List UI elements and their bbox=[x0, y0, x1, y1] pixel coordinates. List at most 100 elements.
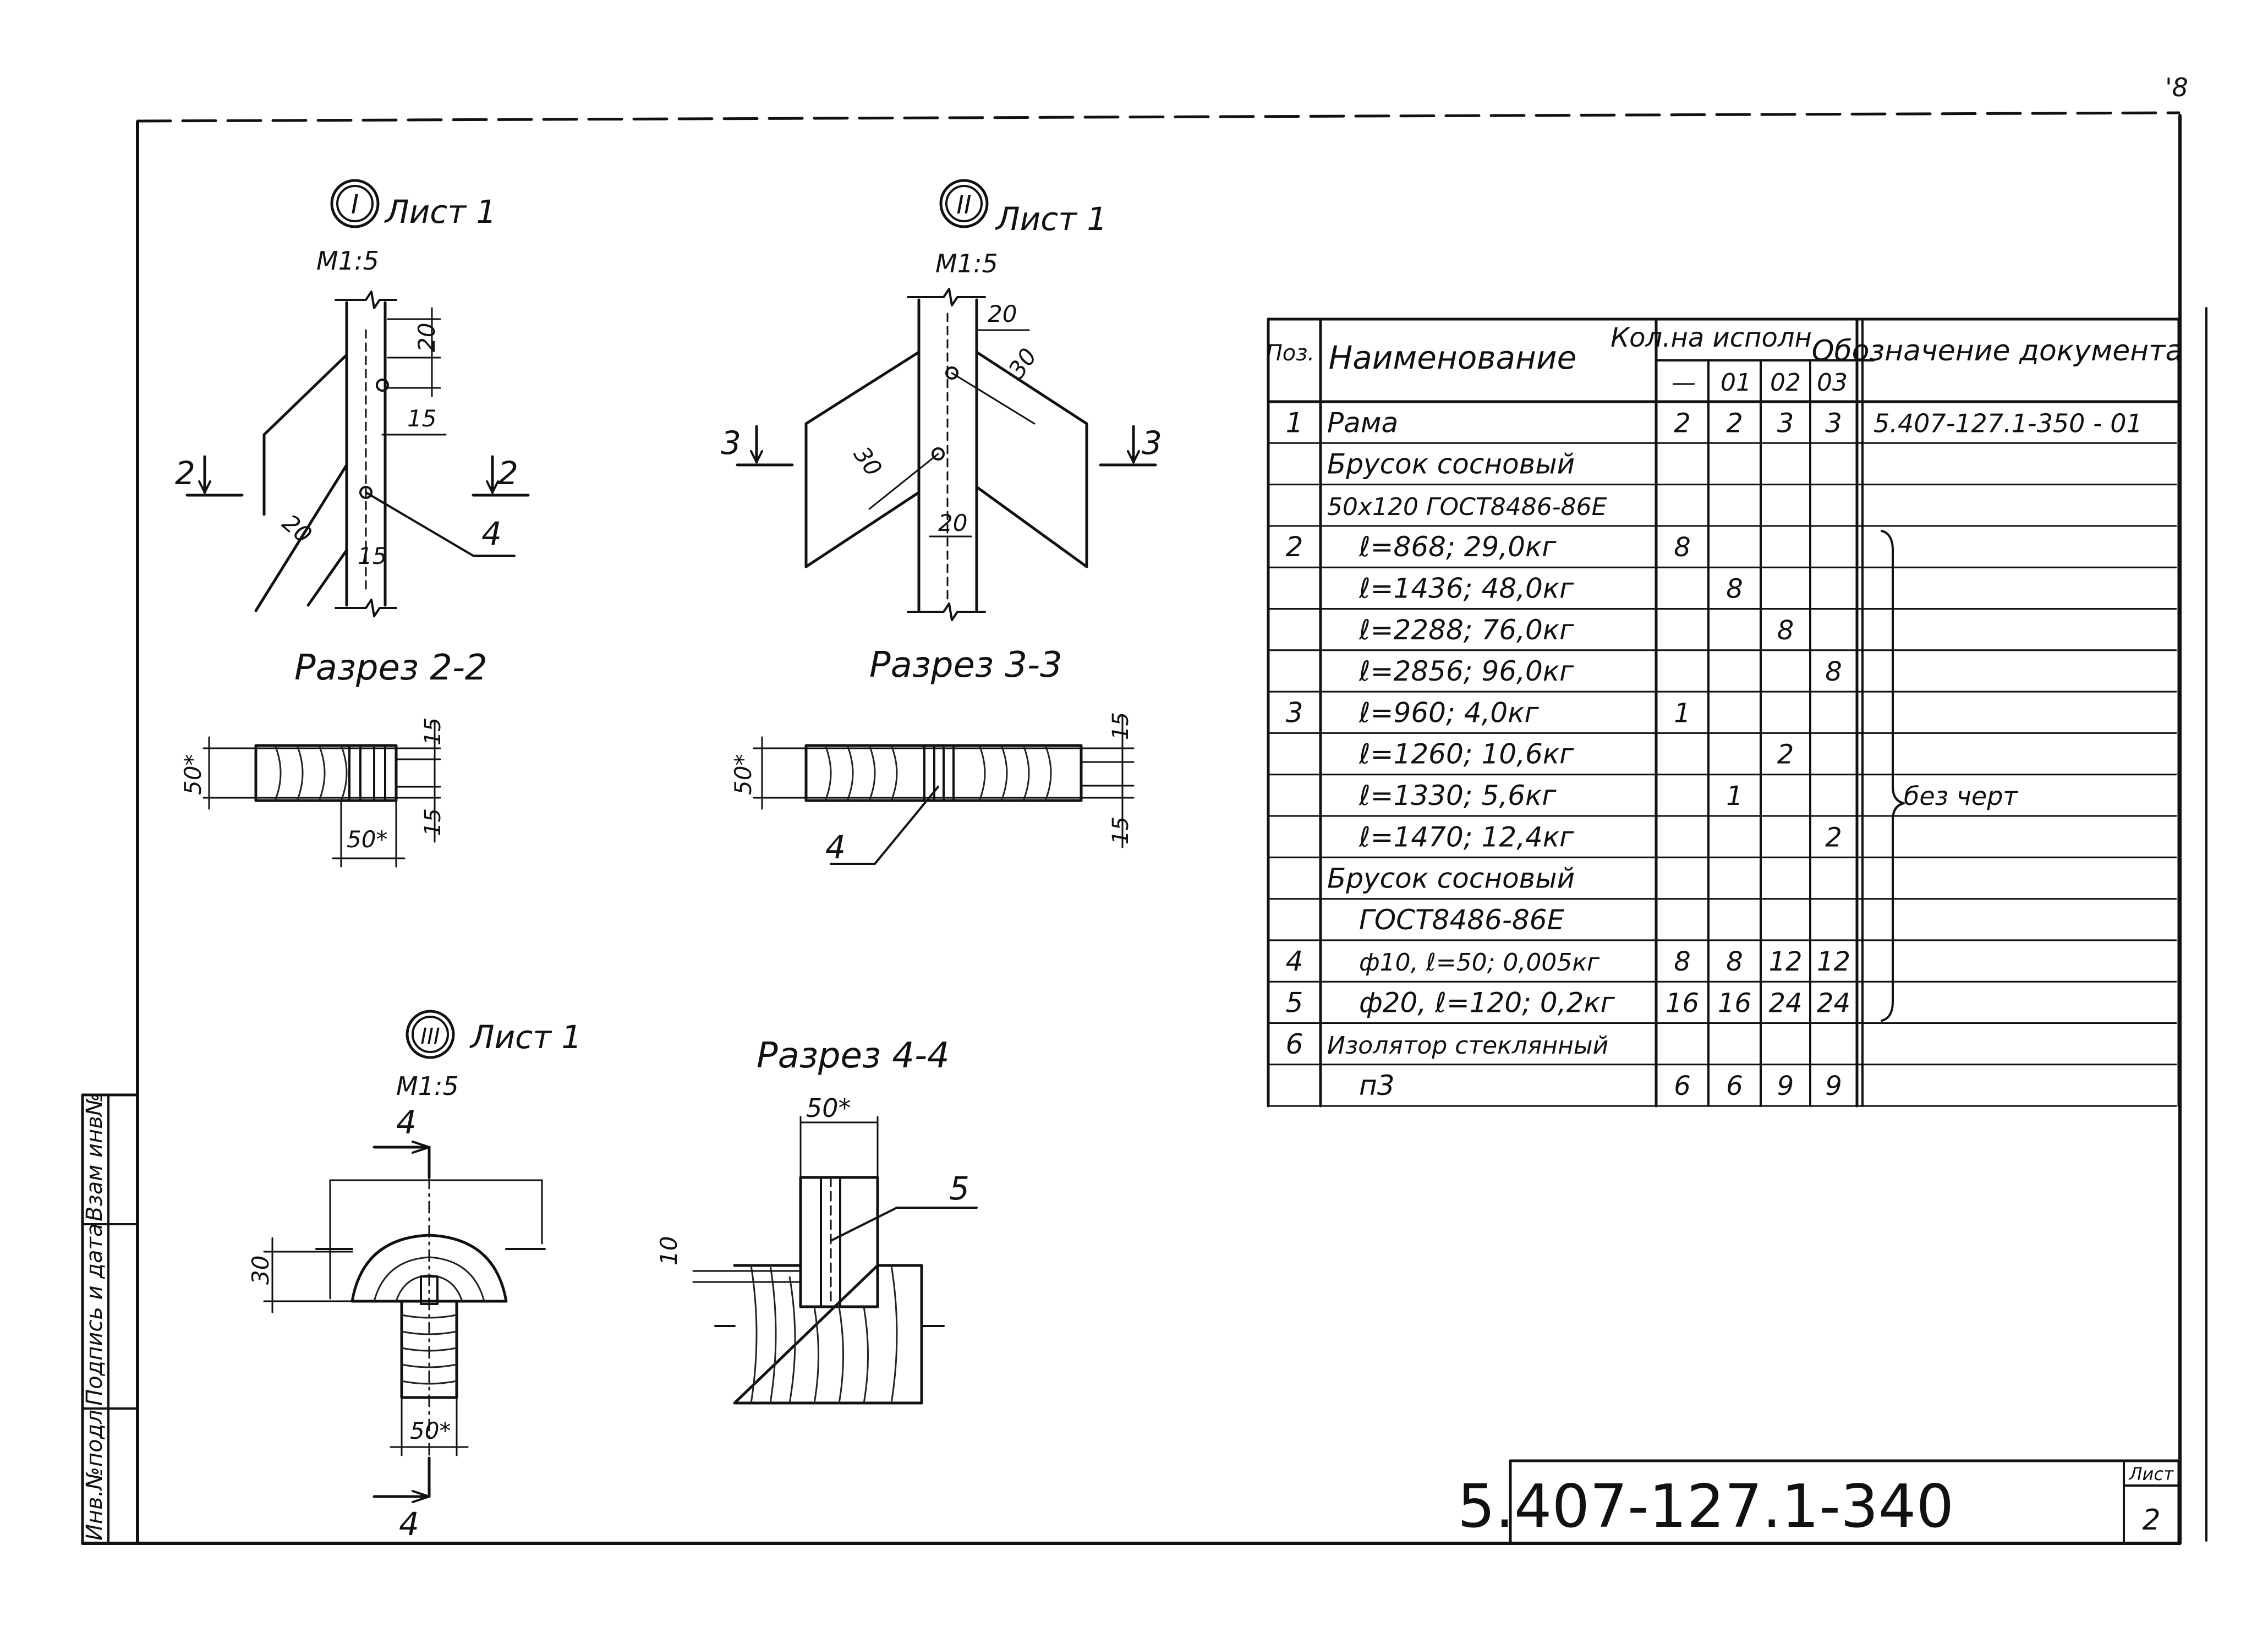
spec-variant-01: 01 bbox=[1721, 369, 1751, 397]
corner-mark: '8 bbox=[2165, 73, 2188, 102]
cut3-right: 3 bbox=[1142, 424, 1162, 462]
spec-row-name: Рама bbox=[1327, 407, 1398, 439]
s33-pos4: 4 bbox=[825, 829, 846, 866]
spec-row-qty: 16 bbox=[1666, 988, 1699, 1019]
spec-row-qty: 16 bbox=[1718, 988, 1751, 1019]
s33-dim-15b: 15 bbox=[1108, 816, 1133, 845]
s33-dim-15a: 15 bbox=[1108, 712, 1133, 740]
spec-row-qty: 2 bbox=[1825, 822, 1842, 853]
view-i-dim-20b: 20 bbox=[277, 509, 317, 549]
spec-grid-lines bbox=[1267, 317, 2181, 1108]
spec-row-qty: 9 bbox=[1777, 1071, 1794, 1102]
spec-row-name: п3 bbox=[1359, 1070, 1395, 1102]
s22-dim-15a: 15 bbox=[420, 717, 446, 746]
spec-row-qty: 24 bbox=[1768, 988, 1802, 1019]
view-iii-scale: М1:5 bbox=[396, 1071, 459, 1101]
spec-row-pos: 5 bbox=[1286, 987, 1303, 1019]
specification-table: Поз. Наименование Кол.на исполн Обозначе… bbox=[1266, 317, 2183, 1108]
spec-row-name: ℓ=2288; 76,0кг bbox=[1358, 614, 1574, 646]
view-i-scale: М1:5 bbox=[316, 246, 379, 276]
section-4-4: Разрез 4-4 50* 10 5 bbox=[655, 1035, 978, 1405]
spec-header-name: Наименование bbox=[1329, 339, 1577, 376]
spec-row-qty: 2 bbox=[1777, 739, 1794, 770]
s44-pos5: 5 bbox=[949, 1170, 969, 1207]
spec-row-name: ГОСТ8486-86Е bbox=[1359, 904, 1565, 936]
spec-row-name: ℓ=1470; 12,4кг bbox=[1358, 821, 1574, 853]
view-ii-marker: II bbox=[956, 190, 971, 220]
cut3-left: 3 bbox=[721, 424, 741, 462]
spec-header-qty: Кол.на исполн bbox=[1610, 322, 1812, 353]
view-ii-scale: М1:5 bbox=[935, 249, 998, 278]
spec-row-qty: 2 bbox=[1674, 408, 1691, 439]
s44-dim-50: 50* bbox=[806, 1093, 851, 1123]
s22-dim-15b: 15 bbox=[420, 808, 446, 836]
spec-row-qty: 8 bbox=[1726, 946, 1743, 977]
stamp-vzam-inv: Взам инв№ bbox=[82, 1093, 107, 1221]
spec-row-name: ℓ=960; 4,0кг bbox=[1358, 697, 1539, 728]
view-ii: II Лист 1 М1:5 20 30 30 20 3 3 bbox=[721, 179, 1162, 621]
view-iii: III Лист 1 М1:5 4 30 50* 4 bbox=[247, 1010, 582, 1543]
sheet-number: 2 bbox=[2142, 1504, 2160, 1537]
view-iii-cut4-bottom: 4 bbox=[399, 1505, 419, 1543]
doc-number: 5.407-127.1-340 bbox=[1458, 1472, 1954, 1541]
view-iii-sheet-ref: Лист 1 bbox=[469, 1018, 582, 1056]
stamp-inv-podl: Инв.№подл bbox=[82, 1410, 107, 1541]
spec-row-qty: 3 bbox=[1777, 408, 1794, 439]
spec-row-name: ф20, ℓ=120; 0,2кг bbox=[1359, 987, 1615, 1019]
spec-row-pos: 6 bbox=[1286, 1028, 1303, 1060]
cut2-right: 2 bbox=[498, 454, 518, 492]
spec-row-name: ℓ=2856; 96,0кг bbox=[1358, 655, 1574, 687]
view-ii-dim-20b: 20 bbox=[938, 509, 967, 536]
spec-row-qty: 1 bbox=[1674, 698, 1691, 728]
view-ii-dim-30a: 30 bbox=[1003, 343, 1042, 383]
s22-dim-50: 50* bbox=[179, 754, 206, 795]
title-block: 5.407-127.1-340 Лист 2 bbox=[1458, 1459, 2181, 1545]
spec-row-pos: 3 bbox=[1286, 697, 1303, 728]
spec-row-qty: 6 bbox=[1726, 1071, 1743, 1102]
view-i-sheet-ref: Лист 1 bbox=[384, 193, 496, 231]
spec-row-name: ℓ=1260; 10,6кг bbox=[1358, 738, 1574, 770]
spec-row-name: ℓ=1436; 48,0кг bbox=[1358, 573, 1574, 605]
stamp-podpis-data: Подпись и дата bbox=[82, 1224, 107, 1406]
spec-row-name: ℓ=1330; 5,6кг bbox=[1358, 780, 1557, 812]
spec-row-name: ф10, ℓ=50; 0,005кг bbox=[1359, 949, 1600, 977]
view-i-pos4: 4 bbox=[481, 515, 502, 552]
spec-row-name: Брусок сосновый bbox=[1327, 863, 1575, 895]
spec-row-pos: 1 bbox=[1286, 407, 1303, 439]
spec-row-qty: 8 bbox=[1726, 574, 1743, 605]
spec-row-name: Изолятор стеклянный bbox=[1327, 1032, 1608, 1060]
view-iii-dim-30: 30 bbox=[247, 1256, 274, 1285]
view-iii-marker: III bbox=[420, 1024, 440, 1049]
view-i: I Лист 1 М1:5 20 15 15 20 4 2 2 bbox=[175, 179, 530, 617]
spec-row-qty: 8 bbox=[1674, 532, 1691, 563]
view-iii-dim-50: 50* bbox=[410, 1417, 451, 1444]
s22-dim-50b: 50* bbox=[347, 826, 387, 853]
spec-row-name: ℓ=868; 29,0кг bbox=[1358, 531, 1557, 563]
spec-variant-base: — bbox=[1672, 369, 1696, 397]
section-2-2: Разрез 2-2 50* 15 15 50* bbox=[179, 648, 487, 868]
spec-row-name: 50x120 ГОСТ8486-86Е bbox=[1327, 493, 1607, 521]
spec-header-pos: Поз. bbox=[1266, 341, 1315, 366]
section-4-4-title: Разрез 4-4 bbox=[757, 1035, 950, 1076]
spec-row-qty: 3 bbox=[1825, 408, 1842, 439]
cut2-left: 2 bbox=[175, 454, 195, 492]
view-ii-dim-20a: 20 bbox=[988, 300, 1017, 327]
stamp-sidebar: Инв.№подл Подпись и дата Взам инв№ bbox=[81, 1093, 139, 1545]
spec-row-qty: 2 bbox=[1726, 408, 1743, 439]
section-2-2-title: Разрез 2-2 bbox=[294, 648, 487, 688]
spec-row-name: Брусок сосновый bbox=[1327, 448, 1575, 480]
spec-row-qty: 12 bbox=[1768, 946, 1802, 977]
view-i-marker: I bbox=[351, 189, 359, 220]
spec-variant-03: 03 bbox=[1817, 369, 1848, 397]
sheet-label: Лист bbox=[2128, 1464, 2174, 1484]
view-ii-sheet-ref: Лист 1 bbox=[995, 200, 1107, 238]
spec-row-doc: без черт bbox=[1904, 781, 2018, 811]
spec-row-doc: 5.407-127.1-350 - 01 bbox=[1873, 408, 2143, 438]
spec-row-qty: 9 bbox=[1825, 1071, 1842, 1102]
spec-row-qty: 8 bbox=[1825, 656, 1842, 687]
section-3-3-title: Разрез 3-3 bbox=[869, 645, 1062, 686]
section-3-3: Разрез 3-3 50* 15 15 4 bbox=[730, 645, 1135, 866]
s33-dim-50: 50* bbox=[730, 754, 757, 795]
spec-row-pos: 2 bbox=[1286, 531, 1303, 563]
